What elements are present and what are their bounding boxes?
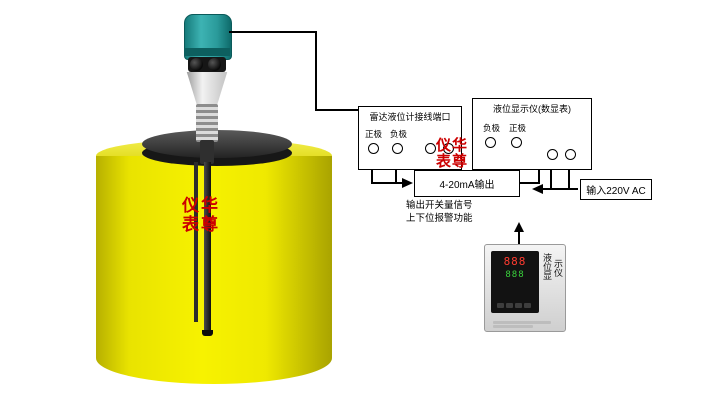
loop-wire-negative-drop xyxy=(395,168,397,184)
terminal-label-positive: 正极 xyxy=(365,129,383,139)
switch-output-note: 输出开关量信号 上下位报警功能 xyxy=(406,199,473,225)
sensor-knob-right xyxy=(208,58,221,71)
loop-wire-horizontal xyxy=(371,182,402,184)
probe-tip-weight xyxy=(202,330,213,336)
sensor-signal-wire-vertical xyxy=(315,31,317,111)
instrument-pointer-line xyxy=(518,230,520,244)
instrument-display-panel: 888 888 xyxy=(491,251,539,313)
sensor-threaded-connector xyxy=(196,104,218,142)
terminal-circle xyxy=(443,143,454,154)
probe-rod-secondary xyxy=(194,162,198,322)
loop-wire-positive-drop xyxy=(371,168,373,184)
output-4-20ma-label: 4-20mA输出 xyxy=(414,170,520,197)
instrument-led-readout-top: 888 xyxy=(503,255,527,268)
loop-wire-to-display xyxy=(518,182,540,184)
tank-body xyxy=(96,156,332,384)
terminal-circle xyxy=(547,149,558,160)
instrument-buttons xyxy=(497,303,531,308)
brand-watermark-diagram: 仪华 表尊 xyxy=(436,138,468,170)
terminal-circle xyxy=(392,143,403,154)
instrument-footer-text xyxy=(493,321,551,324)
instrument-button xyxy=(506,303,513,308)
terminal-label-positive: 正极 xyxy=(509,123,527,133)
display-terminal-box: 液位显示仪(数显表) 负极 正极 xyxy=(472,98,592,170)
terminal-circle xyxy=(511,137,522,148)
ac-input-text: 输入220V AC xyxy=(586,186,646,197)
terminal-label-negative: 负极 xyxy=(483,123,501,133)
brand-watermark-tank: 仪华 表尊 xyxy=(182,196,220,234)
instrument-side-label-col2: 示仪 xyxy=(553,259,563,277)
radar-terminal-box: 雷达液位计接线端口 正极 负极 xyxy=(358,106,462,170)
terminal-circle xyxy=(485,137,496,148)
loop-wire-display-riser xyxy=(538,168,540,184)
instrument-button xyxy=(515,303,522,308)
switch-note-line1: 输出开关量信号 xyxy=(406,200,473,211)
probe-rod-main xyxy=(204,162,211,332)
instrument-button xyxy=(497,303,504,308)
probe-coupler xyxy=(200,140,214,164)
instrument-side-label-col1: 液位显 xyxy=(542,253,552,280)
ac-input-label: 输入220V AC xyxy=(580,179,652,200)
instrument-pointer-arrow-icon xyxy=(514,222,524,232)
sensor-signal-wire-to-box xyxy=(315,109,358,111)
loop-arrow-icon xyxy=(402,178,413,188)
sensor-cap-band xyxy=(184,48,230,56)
terminal-label-negative: 负极 xyxy=(390,129,408,139)
instrument-button xyxy=(524,303,531,308)
terminal-circle xyxy=(425,143,436,154)
switch-note-line2: 上下位报警功能 xyxy=(406,213,473,224)
ac-wire-drop-2 xyxy=(568,158,570,190)
watermark-row: 表尊 xyxy=(436,153,469,170)
output-4-20ma-text: 4-20mA输出 xyxy=(439,180,495,191)
sensor-horn xyxy=(186,72,228,105)
terminal-circle xyxy=(565,149,576,160)
sensor-knob-left xyxy=(190,58,203,71)
display-terminal-box-title: 液位显示仪(数显表) xyxy=(493,104,571,114)
ac-wire-drop-1 xyxy=(550,158,552,190)
instrument-led-readout-bottom: 888 xyxy=(505,270,525,280)
ac-wire-horizontal xyxy=(543,188,578,190)
watermark-row: 表尊 xyxy=(182,215,220,234)
radar-terminal-box-title: 雷达液位计接线端口 xyxy=(369,112,451,122)
ac-arrow-icon xyxy=(532,184,543,194)
watermark-row: 仪华 xyxy=(436,137,469,154)
sensor-signal-wire-horizontal xyxy=(229,31,317,33)
terminal-circle xyxy=(368,143,379,154)
level-display-instrument: 888 888 液位显 示仪 xyxy=(484,244,566,332)
instrument-footer-text xyxy=(493,325,533,328)
watermark-row: 仪华 xyxy=(182,196,220,215)
